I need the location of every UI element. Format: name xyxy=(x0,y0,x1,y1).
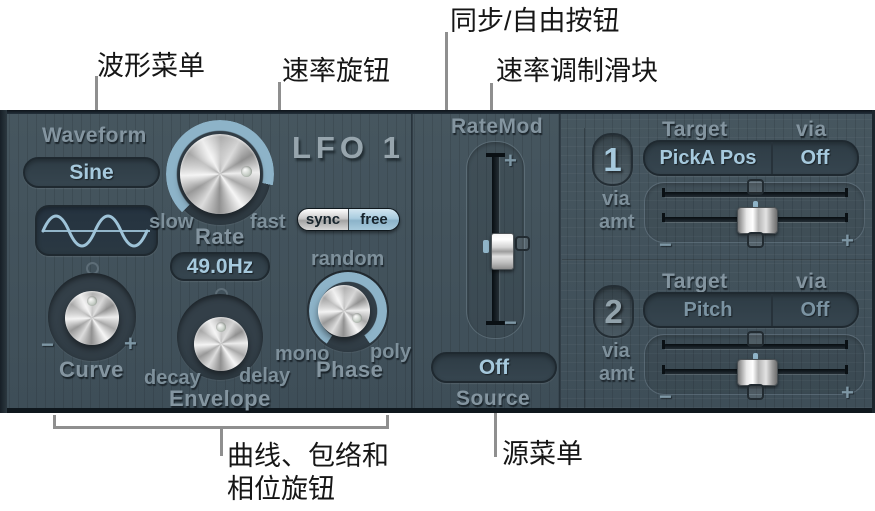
panel-top-edge xyxy=(0,110,875,114)
sync-free-switch[interactable]: sync free xyxy=(297,208,400,231)
target-2-amt-label: amt xyxy=(599,363,635,385)
rate-mod-value-tick xyxy=(483,240,489,253)
source-label: Source xyxy=(456,387,531,410)
rate-mod-track-bottom-cap xyxy=(486,321,505,325)
target-2-ghost-handle xyxy=(747,384,764,400)
target-1-amt-track-left-cap xyxy=(662,213,665,222)
phase-knob[interactable] xyxy=(318,285,370,337)
target-2-via-header: via xyxy=(796,270,827,293)
target-2-via-slider-handle[interactable] xyxy=(747,331,764,347)
source-menu[interactable]: Off xyxy=(431,352,557,383)
target-2-via-track-left-cap xyxy=(662,340,665,349)
target-1-ghost-handle xyxy=(747,232,764,248)
annotation-bracket xyxy=(53,426,389,429)
target-1-via-track-left-cap xyxy=(662,188,665,197)
envelope-knob-indicator-dot xyxy=(216,322,226,332)
target-2-target-menu[interactable]: Pitch xyxy=(645,294,773,326)
free-button[interactable]: free xyxy=(349,209,399,230)
rate-label: Rate xyxy=(195,224,245,249)
target-2-menu-row: Pitch Off xyxy=(643,292,859,328)
annotation-source-menu: 源菜单 xyxy=(502,439,583,469)
rate-mod-plus-label: + xyxy=(504,148,517,173)
target-1-amt-track-right-cap xyxy=(845,213,848,222)
annotation-knobs-label: 曲线、包络和相位旋钮 xyxy=(227,440,389,506)
target-1-plus-label: + xyxy=(841,228,854,253)
target-1-via-label: via xyxy=(602,188,630,210)
phase-mono-label: mono xyxy=(275,343,330,365)
envelope-decay-label: decay xyxy=(144,367,201,389)
sync-button[interactable]: sync xyxy=(298,209,349,230)
sine-wave-icon xyxy=(41,214,150,248)
annotation-line-ratemod xyxy=(490,83,493,114)
curve-knob-indicator-dot xyxy=(87,296,97,306)
target-2-via-track-right-cap xyxy=(845,340,848,349)
target-1-via-header: via xyxy=(796,118,827,141)
target-1-amt-label: amt xyxy=(599,211,635,233)
curve-label: Curve xyxy=(59,357,124,382)
target-1-target-header: Target xyxy=(662,118,728,141)
waveform-label: Waveform xyxy=(42,124,147,147)
target-1-minus-label: − xyxy=(659,232,672,257)
annotation-knobs-line1: 曲线、包络和 xyxy=(227,441,389,471)
rate-mod-minus-label: − xyxy=(504,310,517,335)
annotation-rate-knob: 速率旋钮 xyxy=(282,56,390,86)
rate-mod-label: RateMod xyxy=(451,115,544,138)
envelope-label: Envelope xyxy=(169,386,271,411)
curve-minus-label: − xyxy=(41,332,54,357)
target-2-amt-slider-handle[interactable] xyxy=(737,359,778,386)
target-1-target-menu[interactable]: PickA Pos xyxy=(645,142,773,174)
target-1-via-slider-handle[interactable] xyxy=(747,179,764,195)
rate-fast-label: fast xyxy=(250,211,286,233)
panel-bottom-edge xyxy=(0,408,875,413)
target-1-via-track-right-cap xyxy=(845,188,848,197)
target-2-amt-track-right-cap xyxy=(845,365,848,374)
annotation-bracket-right-tick xyxy=(386,415,389,427)
annotation-bracket-center-tick xyxy=(220,429,223,456)
rate-value-field[interactable]: 49.0Hz xyxy=(170,252,270,281)
panel-right-edge xyxy=(872,110,875,413)
target-1-via-menu[interactable]: Off xyxy=(800,146,830,169)
target-2-via-label: via xyxy=(602,340,630,362)
divider-left-mid xyxy=(411,114,413,408)
annotation-bracket-left-tick xyxy=(53,415,56,427)
envelope-delay-label: delay xyxy=(239,365,291,387)
target-2-amt-track-left-cap xyxy=(662,365,665,374)
rate-mod-slider-handle[interactable] xyxy=(491,233,514,270)
rate-mod-track-top-cap xyxy=(486,153,505,157)
divider-mid-right xyxy=(559,114,561,408)
phase-label: Phase xyxy=(316,357,384,382)
annotation-rate-mod-slider: 速率调制滑块 xyxy=(496,56,658,86)
annotation-line-source xyxy=(494,412,497,457)
target-1-menu-row: PickA Pos Off xyxy=(643,140,859,176)
waveform-display xyxy=(35,205,158,256)
lfo-title: LFO 1 xyxy=(292,130,405,165)
rate-slow-label: slow xyxy=(149,211,194,233)
target-2-target-header: Target xyxy=(662,270,728,293)
phase-random-label: random xyxy=(311,248,385,270)
target-1-amt-slider-handle[interactable] xyxy=(737,207,778,234)
target-2-minus-label: − xyxy=(659,384,672,409)
rate-mod-ghost-handle xyxy=(515,236,530,251)
annotation-line-waveform xyxy=(95,76,98,118)
target-1-badge: 1 xyxy=(592,133,633,186)
target-2-plus-label: + xyxy=(841,380,854,405)
waveform-menu[interactable]: Sine xyxy=(23,157,160,188)
curve-plus-label: + xyxy=(124,331,137,356)
right-section-guide-line xyxy=(584,128,585,408)
phase-poly-label: poly xyxy=(370,341,412,363)
annotation-knobs-line2: 相位旋钮 xyxy=(227,474,335,504)
annotation-sync-free: 同步/自由按钮 xyxy=(450,6,620,36)
target-rows-separator xyxy=(562,259,873,261)
phase-knob-indicator-dot xyxy=(352,313,362,323)
rate-knob-indicator-dot xyxy=(241,166,252,177)
annotation-waveform-menu: 波形菜单 xyxy=(97,51,205,81)
lfo-panel: Waveform Sine slow fast Rate 49.0Hz LFO … xyxy=(0,110,875,413)
target-2-badge: 2 xyxy=(593,285,634,338)
panel-left-edge xyxy=(0,110,7,413)
target-2-via-menu[interactable]: Off xyxy=(800,298,830,321)
